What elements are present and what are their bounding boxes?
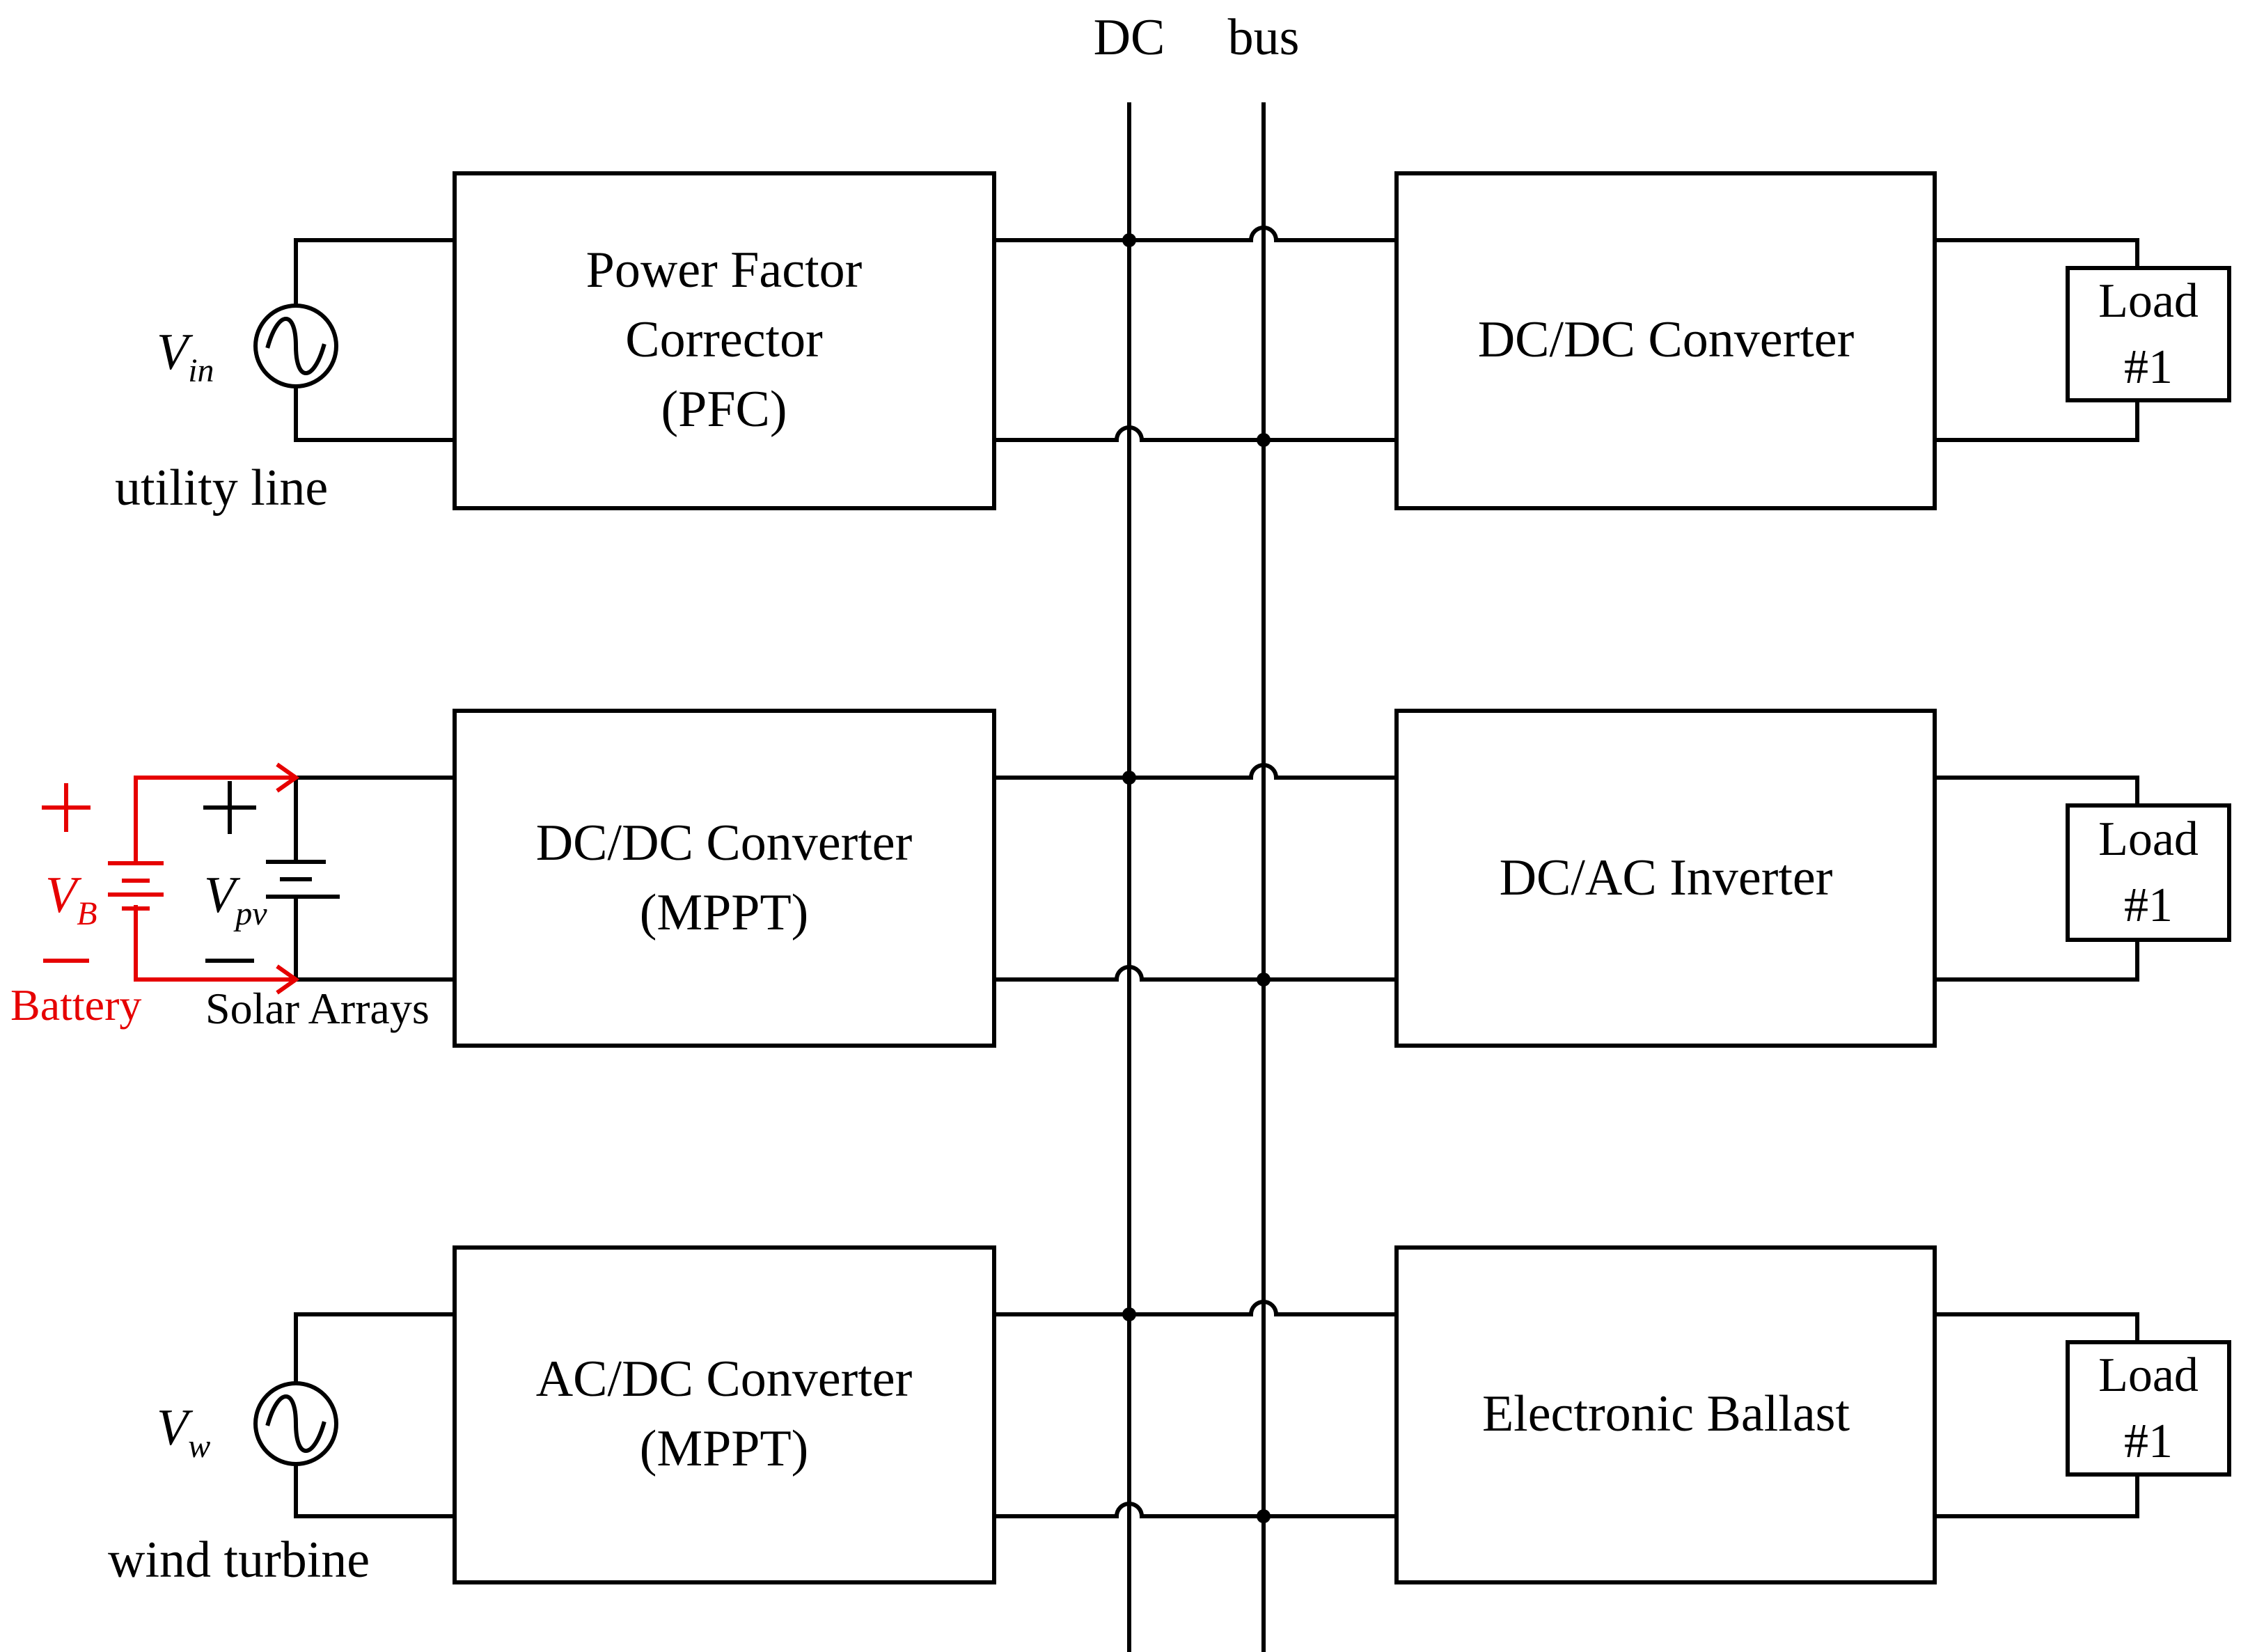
row-wind: Vw wind turbine AC/DC Converter (MPPT) E… [108,1245,2231,1589]
load-3-line-1: Load [2098,1348,2199,1402]
sine-wave-icon [265,317,327,375]
load-1-line-2: #1 [2124,340,2173,394]
bus-label-dc: DC [1094,9,1165,66]
solar-plus-icon [203,781,256,834]
battery-wire-bottom [134,905,296,982]
battery-plus-icon [42,783,91,832]
pfc-line-3: (PFC) [661,381,787,438]
acdc-mppt-line-2: (MPPT) [640,1420,809,1477]
battery-caption: Battery [10,980,141,1030]
load-3-line-2: #1 [2124,1415,2173,1468]
dcdc-mppt-line-2: (MPPT) [640,884,809,941]
load-box-1 [2066,266,2231,402]
sine-wave-icon-2 [265,1394,327,1453]
output-block-dcdc [1394,171,1937,510]
dcdc-mppt-block [453,709,996,1048]
row-utility: Vin utility line Power Factor Corrector … [115,171,2231,517]
pfc-line-1: Power Factor [586,242,863,299]
vin-label: Vin [157,324,214,389]
output-label-2: DC/AC Inverter [1500,849,1833,906]
dcdc-mppt-line-1: DC/DC Converter [536,815,913,872]
acdc-mppt-block [453,1245,996,1584]
load-2-line-1: Load [2098,812,2199,866]
load-2-line-2: #1 [2124,879,2173,932]
load-1-line-1: Load [2098,274,2199,328]
battery-wire-top [134,776,296,863]
acdc-mppt-line-1: AC/DC Converter [536,1351,913,1408]
vw-label: Vw [157,1399,210,1465]
output-label-1: DC/DC Converter [1478,311,1855,368]
utility-line-caption: utility line [115,459,328,517]
wind-turbine-caption: wind turbine [108,1532,370,1589]
bus-label-bus: bus [1228,9,1300,66]
pfc-line-2: Corrector [625,311,823,368]
output-label-3: Electronic Ballast [1482,1385,1850,1442]
load-box-2 [2066,803,2231,942]
pfc-block [453,171,996,510]
output-block-ballast [1394,1245,1937,1584]
vpv-label: Vpv [204,867,267,932]
row-solar-battery: Vpv Solar Arrays VB Battery DC/DC Conver… [10,709,2231,1048]
dc-bus [1127,102,1266,1652]
solar-arrays-caption: Solar Arrays [205,984,430,1033]
vb-label: VB [45,867,97,932]
load-box-3 [2066,1340,2231,1477]
output-block-dcac [1394,709,1937,1048]
